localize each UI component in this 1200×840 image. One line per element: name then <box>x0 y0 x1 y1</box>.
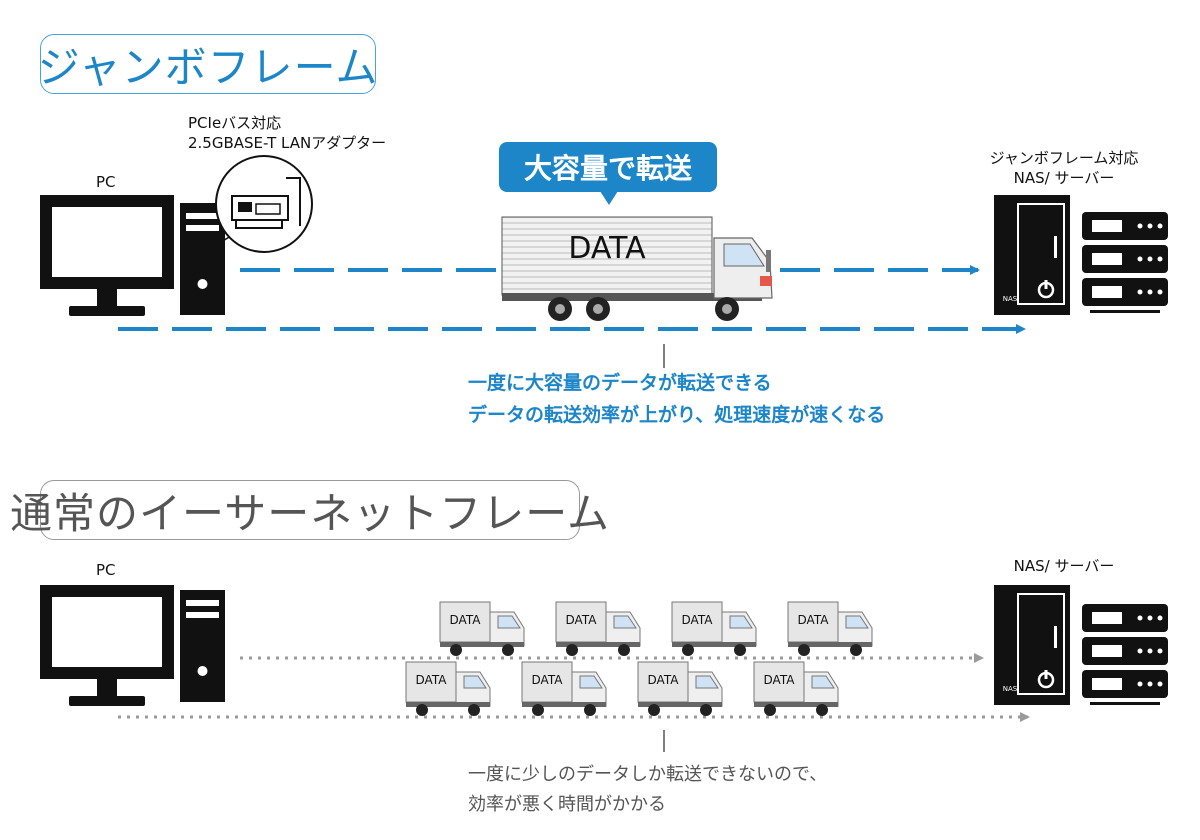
small-truck-label: DATA <box>682 613 714 627</box>
normal-nas-label: NAS/ サーバー <box>1013 557 1115 575</box>
small-truck-icon: DATA <box>439 601 525 656</box>
normal-pc-monitor-icon <box>40 585 174 706</box>
adapter-label-line1: PCIeバス対応 <box>188 114 282 132</box>
jumbo-pc-monitor-icon <box>40 195 174 316</box>
small-truck-label: DATA <box>798 613 830 627</box>
small-truck-icon: DATA <box>637 661 723 716</box>
small-truck-icon: DATA <box>753 661 839 716</box>
lan-adapter-icon <box>215 155 313 253</box>
normal-server-icon <box>1082 604 1168 705</box>
normal-note-line1: 一度に少しのデータしか転送できないので、 <box>468 764 828 785</box>
small-truck-icon: DATA <box>787 601 873 656</box>
small-truck-label: DATA <box>764 673 796 687</box>
normal-pc-tower-icon <box>180 590 225 702</box>
jumbo-pc-tower-icon <box>180 203 225 315</box>
callout-text: 大容量で転送 <box>524 152 692 185</box>
big-truck-icon: DATA <box>501 216 773 321</box>
jumbo-nas-badge: NAS <box>1003 295 1018 303</box>
small-truck-label: DATA <box>416 673 448 687</box>
jumbo-nas-label-line1: ジャンボフレーム対応 <box>989 149 1139 167</box>
normal-note-line2: 効率が悪く時間がかかる <box>468 794 666 815</box>
jumbo-pc-label: PC <box>96 173 116 191</box>
jumbo-note-line1: 一度に大容量のデータが転送できる <box>468 372 772 394</box>
jumbo-nas-label-line2: NAS/ サーバー <box>1013 169 1115 187</box>
jumbo-nas-icon: NAS <box>994 195 1070 315</box>
callout-bubble: 大容量で転送 <box>499 142 717 205</box>
small-truck-label: DATA <box>532 673 564 687</box>
jumbo-note-line2: データの転送効率が上がり、処理速度が速くなる <box>468 404 886 426</box>
normal-nas-icon: NAS <box>994 585 1070 705</box>
small-truck-label: DATA <box>648 673 680 687</box>
small-truck-icon: DATA <box>521 661 607 716</box>
jumbo-frame-title: ジャンボフレーム <box>38 34 377 94</box>
normal-frame-title: 通常のイーサーネットフレーム <box>10 480 609 540</box>
small-truck-label: DATA <box>450 613 482 627</box>
small-truck-label: DATA <box>566 613 598 627</box>
small-truck-icon: DATA <box>405 661 491 716</box>
small-truck-icon: DATA <box>671 601 757 656</box>
normal-pc-label: PC <box>96 561 116 579</box>
big-truck-label: DATA <box>568 231 646 266</box>
normal-nas-badge: NAS <box>1003 685 1018 693</box>
adapter-label-line2: 2.5GBASE-T LANアダプター <box>188 134 387 152</box>
jumbo-server-icon <box>1082 212 1168 313</box>
small-truck-icon: DATA <box>555 601 641 656</box>
